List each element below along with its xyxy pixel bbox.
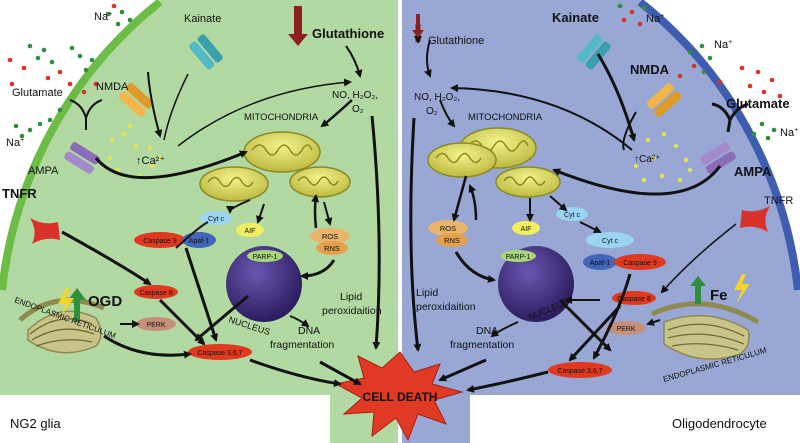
left-cytc-label: Cyt c bbox=[208, 216, 224, 223]
left-dna-label-2: fragmentation bbox=[270, 339, 334, 351]
right-glutathione-label: Glutathione bbox=[428, 35, 484, 47]
left-aif-label: AIF bbox=[245, 228, 256, 235]
right-cytc-label: Cyt c bbox=[564, 212, 580, 219]
right-caspase9-label: Caspase 9 bbox=[623, 260, 657, 267]
left-mito-label: MITOCHONDRIA bbox=[244, 112, 319, 123]
right-ampa-label: AMPA bbox=[734, 164, 772, 179]
right-ion-dots bbox=[617, 3, 783, 141]
left-ogd-label: OGD bbox=[88, 293, 122, 310]
right-ros-label: ROS bbox=[440, 224, 456, 233]
right-dna-label-2: fragmentation bbox=[450, 339, 514, 351]
lightning-icon bbox=[734, 274, 750, 304]
kainate-receptor-icon bbox=[189, 34, 223, 70]
right-mito-label: MITOCHONDRIA bbox=[468, 112, 543, 123]
right-mitochondria-icon bbox=[427, 127, 561, 198]
right-perk-label: PERK bbox=[616, 326, 635, 333]
left-pills bbox=[134, 211, 350, 360]
left-caspase8-label: Caspase 8 bbox=[139, 290, 173, 297]
glutamate-binding-icon bbox=[69, 99, 103, 130]
right-rns-label: RNS bbox=[444, 236, 460, 245]
left-caspase367-label: Caspase 3,6,7 bbox=[197, 350, 242, 357]
glutathione-down-arrow-icon bbox=[288, 6, 308, 46]
left-ros-species-label: NO, H₂O₂, bbox=[332, 90, 378, 101]
right-nucleus-icon bbox=[498, 246, 574, 322]
ogd-up-arrow-icon bbox=[68, 288, 86, 322]
left-parp1-label: PARP-1 bbox=[253, 254, 278, 261]
right-parp1-label: PARP-1 bbox=[506, 254, 531, 261]
left-nucleus-icon bbox=[226, 246, 302, 322]
left-ampa-label: AMPA bbox=[28, 165, 59, 177]
left-ros-label: ROS bbox=[322, 232, 338, 241]
left-dna-label-1: DNA bbox=[298, 325, 320, 337]
ampa-receptor-icon bbox=[64, 142, 100, 174]
glutamate-binding-icon bbox=[711, 102, 749, 133]
left-perk-label: PERK bbox=[146, 322, 165, 329]
left-calcium-dots bbox=[107, 123, 163, 179]
left-apaf1-label: Apaf-1 bbox=[189, 238, 210, 245]
left-ion-dots bbox=[7, 3, 133, 139]
tnfr-receptor-icon bbox=[740, 206, 770, 232]
right-ros-o2-label: O₂ bbox=[426, 106, 438, 117]
left-na-label-2: Na+ bbox=[6, 137, 24, 149]
right-cell-name: Oligodendrocyte bbox=[672, 416, 767, 431]
left-pathway-arrows bbox=[61, 12, 381, 388]
left-nmda-label: NMDA bbox=[96, 81, 129, 93]
right-calcium-dots bbox=[633, 131, 693, 183]
right-glutamate-label: Glutamate bbox=[726, 96, 790, 111]
right-lipid-label-2: peroxidaition bbox=[416, 301, 476, 313]
right-ros-species-label: NO, H₂O₂, bbox=[414, 92, 460, 103]
right-cytc-label-2: Cyt c bbox=[602, 238, 618, 245]
left-calcium-label: ↑Ca²⁺ bbox=[136, 155, 165, 167]
right-er-icon bbox=[650, 301, 760, 360]
right-pills bbox=[428, 207, 666, 378]
tnfr-receptor-icon bbox=[30, 218, 60, 244]
right-na-label-2: Na+ bbox=[714, 39, 732, 51]
left-mitochondria-icon bbox=[199, 131, 351, 202]
lightning-icon bbox=[58, 288, 74, 318]
left-ros-o2-label: O₂ bbox=[352, 104, 364, 115]
oligodendrocyte-membrane bbox=[637, 0, 800, 291]
ng2-glia-cell-body bbox=[0, 0, 398, 443]
right-fe-label: Fe bbox=[710, 287, 728, 304]
right-dna-label-1: DNA bbox=[476, 325, 498, 337]
ng2-glia-membrane bbox=[0, 0, 163, 291]
right-caspase367-label: Caspase 3,6,7 bbox=[557, 368, 602, 375]
outside-bottom-right bbox=[470, 395, 800, 443]
left-cell-name: NG2 glia bbox=[10, 416, 61, 431]
left-glutathione-label: Glutathione bbox=[312, 26, 384, 41]
right-na-label-3: Na+ bbox=[780, 127, 798, 139]
right-nmda-label: NMDA bbox=[630, 62, 670, 77]
left-rns-label: RNS bbox=[324, 244, 340, 253]
outside-bottom-left bbox=[0, 395, 330, 443]
nmda-receptor-icon bbox=[118, 83, 154, 117]
left-kainate-label: Kainate bbox=[184, 13, 221, 25]
right-caspase8-label: Caspase 8 bbox=[617, 296, 651, 303]
nmda-receptor-icon bbox=[646, 83, 682, 117]
left-lipid-label-2: peroxidaition bbox=[322, 305, 382, 317]
right-tnfr-label: TNFR bbox=[764, 195, 793, 207]
fe-up-arrow-icon bbox=[690, 276, 706, 304]
cell-death-starburst-icon bbox=[334, 351, 464, 442]
right-aif-label: AIF bbox=[521, 226, 532, 233]
ampa-receptor-icon bbox=[700, 142, 736, 174]
left-er-icon bbox=[18, 297, 105, 354]
right-apaf1-label: Apaf-1 bbox=[590, 260, 611, 267]
right-na-label-1: Na+ bbox=[646, 13, 664, 25]
left-glutamate-label: Glutamate bbox=[12, 87, 63, 99]
right-lipid-label-1: Lipid bbox=[416, 287, 438, 299]
right-kainate-label: Kainate bbox=[552, 10, 599, 25]
right-calcium-label: ↑Ca²⁺ bbox=[634, 154, 660, 165]
glutathione-down-arrow-icon bbox=[412, 14, 424, 38]
cell-death-label: CELL DEATH bbox=[363, 390, 438, 404]
left-na-label-1: Na+ bbox=[94, 11, 112, 23]
left-lipid-label-1: Lipid bbox=[340, 291, 362, 303]
left-tnfr-label: TNFR bbox=[2, 186, 37, 201]
left-caspase9-label: Caspase 9 bbox=[143, 238, 177, 245]
oligodendrocyte-cell-body bbox=[402, 0, 800, 443]
